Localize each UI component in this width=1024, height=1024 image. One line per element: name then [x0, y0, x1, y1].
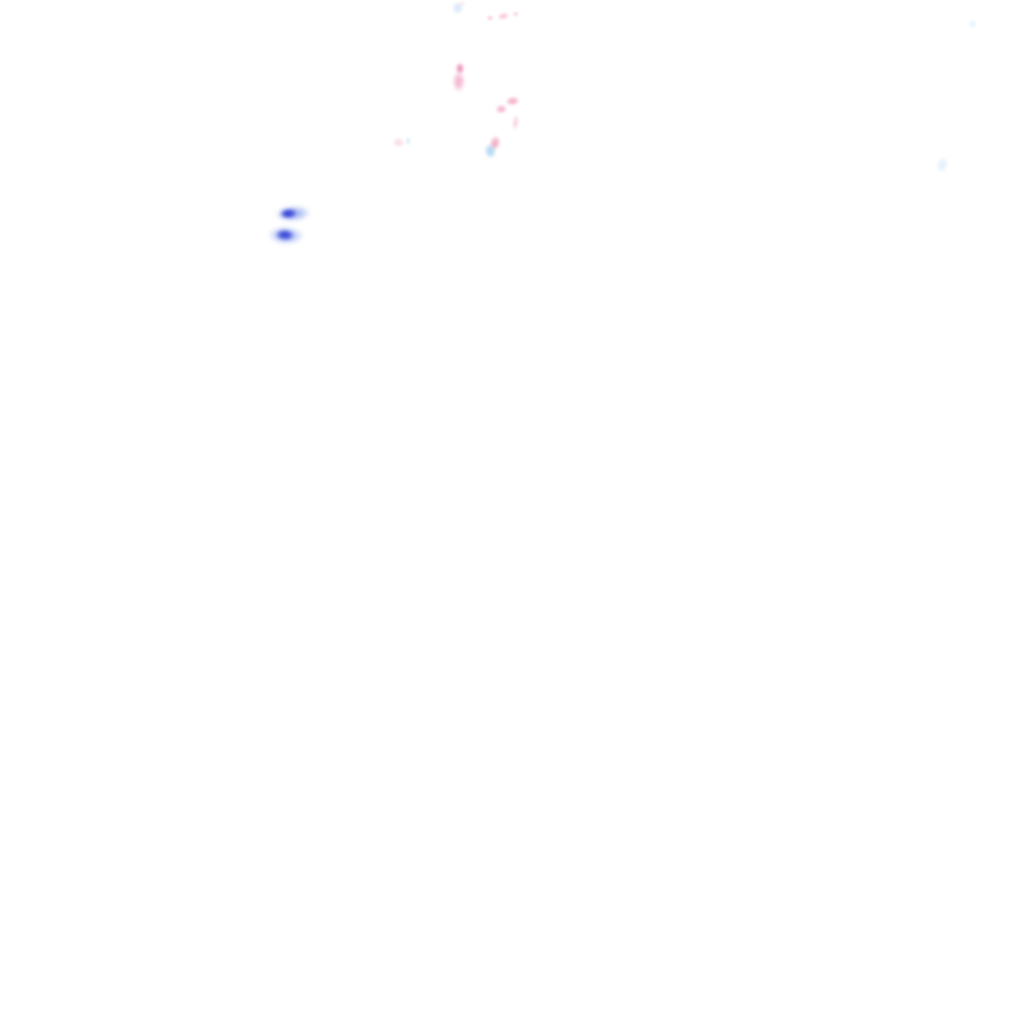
pink-dash-b [496, 10, 512, 22]
pink-streak-vertical [511, 113, 521, 132]
faint-pink-smudge-left [392, 137, 407, 148]
blue-stroke-lower-core [274, 228, 298, 242]
faint-pink-tip-top [459, 1, 466, 7]
pink-ellipse-lower [494, 103, 510, 115]
faint-blue-dot-left [405, 136, 412, 146]
pink-figure-head [455, 62, 466, 75]
blue-stroke-upper-halo [273, 203, 317, 224]
blue-stroke-lower-halo [266, 225, 310, 246]
pink-figure-body [452, 70, 467, 93]
blue-stroke-upper-core [278, 207, 301, 220]
swirl-blue [482, 141, 500, 161]
faint-blue-speck-topright [969, 19, 977, 29]
pink-ellipse-upper [504, 94, 523, 108]
pink-dash-a [485, 14, 496, 22]
faint-blue-crescent-top [452, 1, 465, 15]
swirl-pink [486, 133, 505, 154]
faint-blue-smudge-right [934, 154, 952, 176]
pink-dash-c [511, 10, 521, 18]
